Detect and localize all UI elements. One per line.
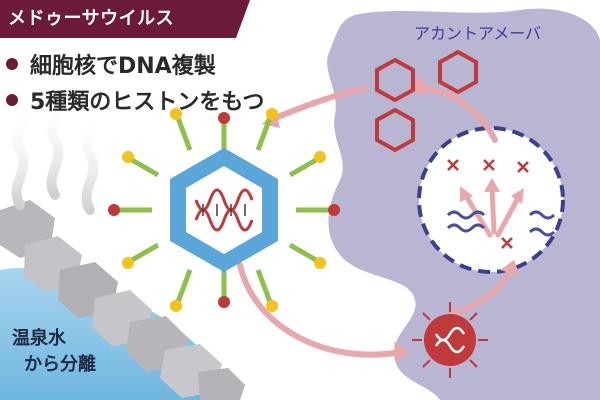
host-label: アカントアメーバ <box>414 20 541 44</box>
steam-wisp <box>87 110 94 210</box>
virion-spike <box>258 270 270 302</box>
spike-tip <box>108 204 120 216</box>
spike-tip <box>266 108 278 120</box>
spike-tip <box>314 151 326 163</box>
bullet-dot <box>6 58 18 70</box>
spike-tip <box>266 300 278 312</box>
spike-tip <box>218 296 230 308</box>
virion-spike <box>290 245 316 260</box>
virion-spike <box>290 160 316 175</box>
virion-spike <box>178 270 190 302</box>
bullet-dot <box>6 94 18 106</box>
spike-tip <box>328 204 340 216</box>
spike-tip <box>170 300 182 312</box>
source-label: 温泉水 から分離 <box>12 326 96 378</box>
virus-body <box>424 314 476 366</box>
virion-spike <box>132 160 158 175</box>
bullet-item: 細胞核でDNA複製 <box>6 46 264 82</box>
source-label-line2: から分離 <box>12 352 96 378</box>
title-banner: メドゥーサウイルス <box>0 0 250 38</box>
spike-tip <box>122 151 134 163</box>
bullet-item: 5種類のヒストンをもつ <box>6 82 264 118</box>
virion-spike <box>132 245 158 260</box>
virion-spike <box>178 118 190 150</box>
rock <box>198 368 245 400</box>
bullet-list: 細胞核でDNA複製 5種類のヒストンをもつ <box>6 46 264 118</box>
source-label-line1: 温泉水 <box>12 326 96 352</box>
spike-tip <box>314 257 326 269</box>
steam-wisp <box>17 105 24 205</box>
medusavirus-virion <box>108 108 340 312</box>
inner-arrow <box>492 188 494 232</box>
diagram-title: メドゥーサウイルス <box>8 4 174 30</box>
spike-tip <box>122 257 134 269</box>
bullet-text: 5種類のヒストンをもつ <box>30 84 264 116</box>
bullet-text: 細胞核でDNA複製 <box>30 48 216 80</box>
arrow-infect <box>240 265 400 355</box>
